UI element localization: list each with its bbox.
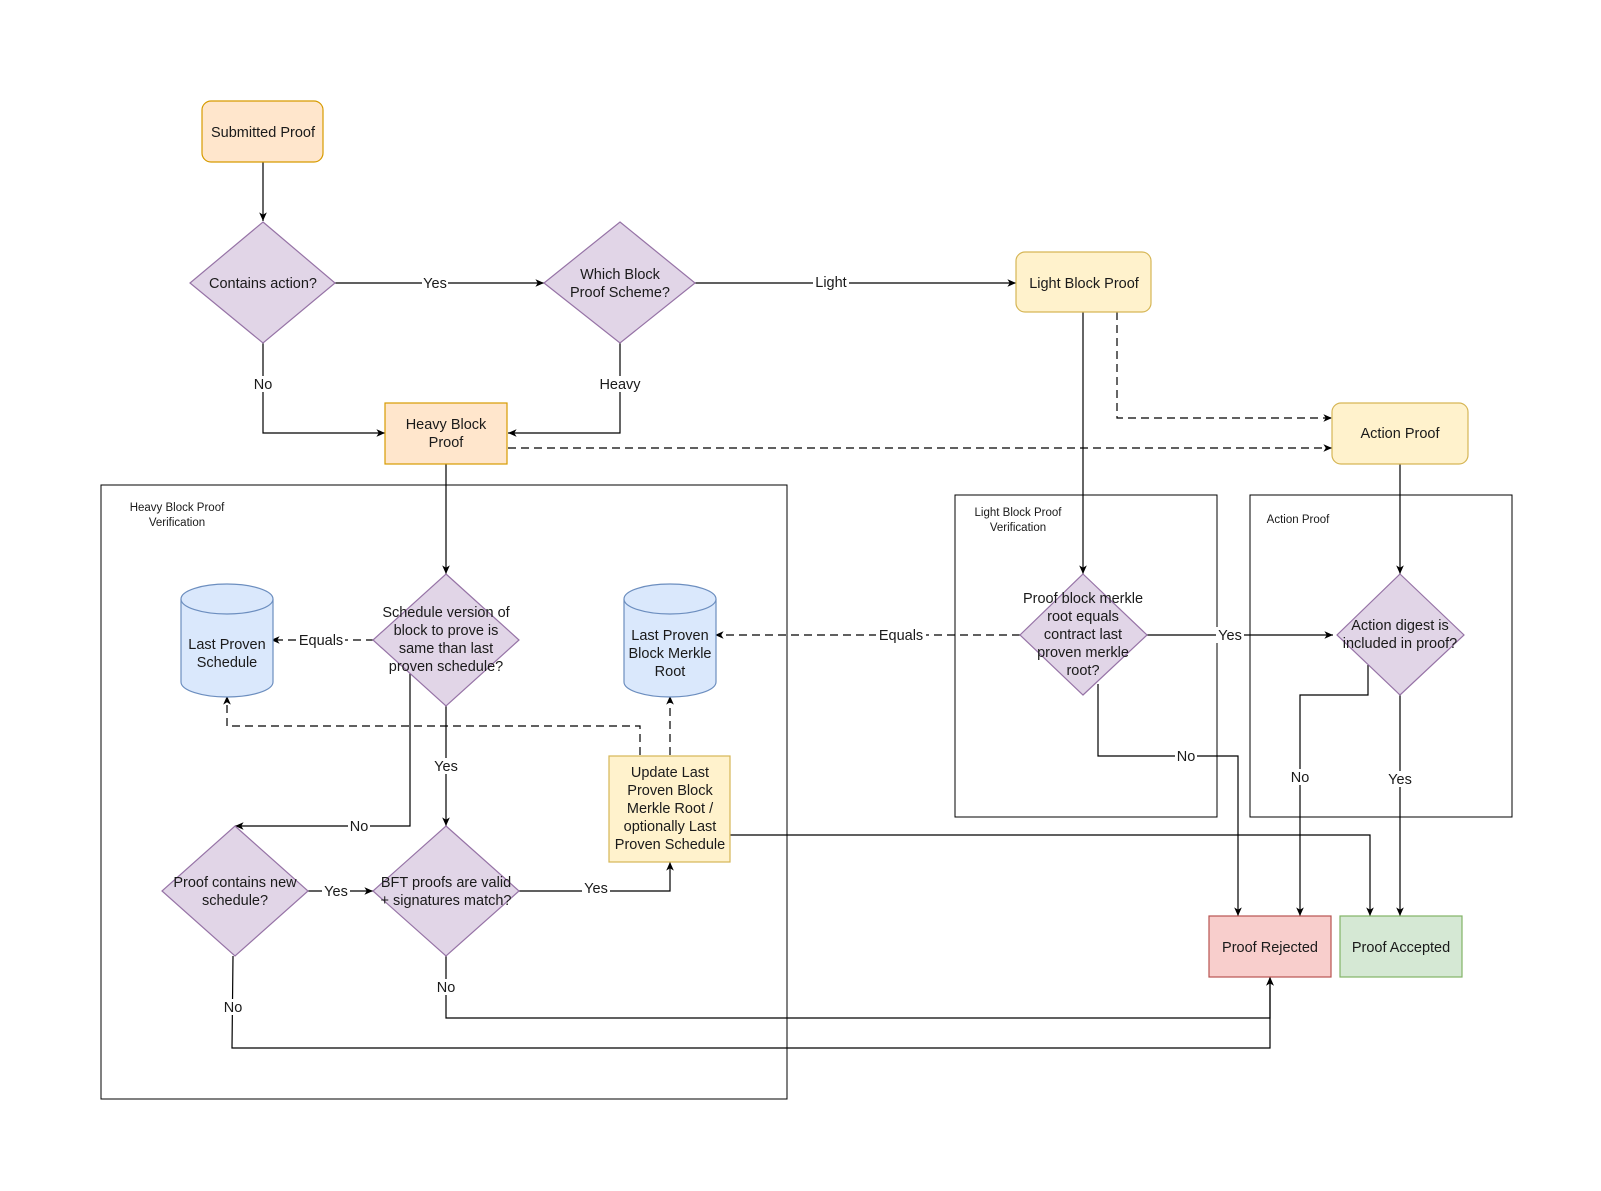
which-scheme-decision: [543, 221, 696, 344]
edge-update-to-accepted: [730, 834, 1374, 916]
update-last-label-line-5: Proven Schedule: [615, 837, 725, 853]
schedule-version-label-line-1: Schedule version of: [382, 605, 510, 621]
heavy-verification-group: [100, 484, 788, 1100]
edge-scheme-heavy: [508, 343, 621, 437]
proof-accepted-node: [1339, 915, 1463, 978]
edge-update-to-schedule: [223, 696, 641, 755]
edge-label-scheme-light: Light: [815, 275, 846, 291]
update-last-proven-node: [608, 755, 731, 863]
proof-rejected-label: Proof Rejected: [1222, 940, 1318, 956]
edge-label-schedule-yes: Yes: [434, 759, 458, 775]
bft-valid-label-line-2: + signatures match?: [381, 893, 512, 909]
action-proof-label: Action Proof: [1361, 426, 1441, 442]
merkle-equals-decision: [1019, 573, 1148, 696]
submitted-proof-label: Submitted Proof: [211, 125, 316, 141]
light-verification-title-line-1: Light Block Proof: [975, 507, 1063, 519]
edge-label-new-schedule-no: No: [224, 1000, 243, 1016]
which-scheme-label-line-1: Which Block: [580, 267, 661, 283]
last-proven-schedule-label-line-1: Last Proven: [188, 637, 265, 653]
edge-label-schedule-equals: Equals: [299, 633, 343, 649]
edge-label-merkle-equals: Equals: [879, 628, 923, 644]
edge-merkle-no: [1097, 684, 1242, 916]
edge-label-bft-yes: Yes: [584, 881, 608, 897]
update-last-label-line-2: Proven Block: [627, 783, 713, 799]
bft-valid-label-line-1: BFT proofs are valid: [381, 875, 511, 891]
submitted-proof-node: [201, 100, 324, 163]
merkle-equals-label-line-4: proven merkle: [1037, 645, 1129, 661]
edge-label-contains-no: No: [254, 377, 273, 393]
heavy-block-proof-label-line-2: Proof: [429, 435, 465, 451]
edge-label-merkle-no: No: [1177, 749, 1196, 765]
schedule-version-label-line-2: block to prove is: [394, 623, 499, 639]
schedule-version-label-line-4: proven schedule?: [389, 659, 503, 675]
edge-label-contains-yes: Yes: [423, 276, 447, 292]
digest-included-label-line-1: Action digest is: [1351, 618, 1449, 634]
edge-digest-no: [1296, 665, 1369, 916]
edge-contains-no: [262, 343, 385, 437]
action-proof-group-title: Action Proof: [1267, 514, 1330, 526]
proof-accepted-label: Proof Accepted: [1352, 940, 1450, 956]
heavy-block-proof-node: [384, 402, 508, 465]
merkle-equals-label-line-2: root equals: [1047, 609, 1119, 625]
merkle-equals-label-line-5: root?: [1066, 663, 1099, 679]
edge-label-bft-no: No: [437, 980, 456, 996]
edge-bft-no: [445, 956, 1274, 1019]
light-verification-title-line-2: Verification: [990, 522, 1046, 534]
digest-included-decision: [1336, 573, 1465, 696]
heavy-block-proof-label-line-1: Heavy Block: [406, 417, 487, 433]
proof-contains-schedule-label-line-1: Proof contains new: [173, 875, 297, 891]
action-proof-group: [1249, 494, 1513, 818]
bft-valid-decision: [372, 825, 520, 957]
light-block-proof-label: Light Block Proof: [1029, 276, 1140, 292]
last-proven-merkle-label-line-1: Last Proven: [631, 628, 708, 644]
proof-rejected-node: [1208, 915, 1332, 978]
edge-label-new-schedule-yes: Yes: [324, 884, 348, 900]
edge-label-digest-yes: Yes: [1388, 772, 1412, 788]
contains-action-label: Contains action?: [209, 276, 317, 292]
schedule-version-decision: [372, 573, 520, 707]
edge-label-scheme-heavy: Heavy: [599, 377, 641, 393]
last-proven-merkle-label-line-3: Root: [655, 664, 686, 680]
edge-light-to-action-dashed: [1116, 312, 1332, 422]
merkle-equals-label-line-1: Proof block merkle: [1023, 591, 1143, 607]
edge-label-digest-no: No: [1291, 770, 1310, 786]
update-last-label-line-4: optionally Last: [624, 819, 717, 835]
action-proof-node: [1331, 402, 1469, 465]
last-proven-schedule-database: [180, 583, 274, 698]
update-last-label-line-3: Merkle Root /: [627, 801, 714, 817]
heavy-verification-title-line-1: Heavy Block Proof: [130, 502, 225, 514]
proof-contains-schedule-decision: [161, 825, 309, 957]
edge-new-schedule-no: [231, 955, 1274, 1049]
edge-schedule-no: [235, 673, 411, 830]
light-verification-group: [954, 494, 1218, 818]
digest-included-label-line-2: included in proof?: [1343, 636, 1457, 652]
light-block-proof-node: [1015, 251, 1152, 313]
last-proven-schedule-label-line-2: Schedule: [197, 655, 257, 671]
last-proven-merkle-label-line-2: Block Merkle: [629, 646, 712, 662]
proof-contains-schedule-label-line-2: schedule?: [202, 893, 268, 909]
edge-label-merkle-yes: Yes: [1218, 628, 1242, 644]
heavy-verification-title-line-2: Verification: [149, 517, 205, 529]
merkle-equals-label-line-3: contract last: [1044, 627, 1122, 643]
update-last-label-line-1: Update Last: [631, 765, 709, 781]
contains-action-decision: [189, 221, 336, 344]
which-scheme-label-line-2: Proof Scheme?: [570, 285, 670, 301]
last-proven-merkle-root-database: [623, 583, 717, 698]
edge-bft-yes: [519, 862, 674, 892]
schedule-version-label-line-3: same than last: [399, 641, 493, 657]
edge-label-schedule-no: No: [350, 819, 369, 835]
